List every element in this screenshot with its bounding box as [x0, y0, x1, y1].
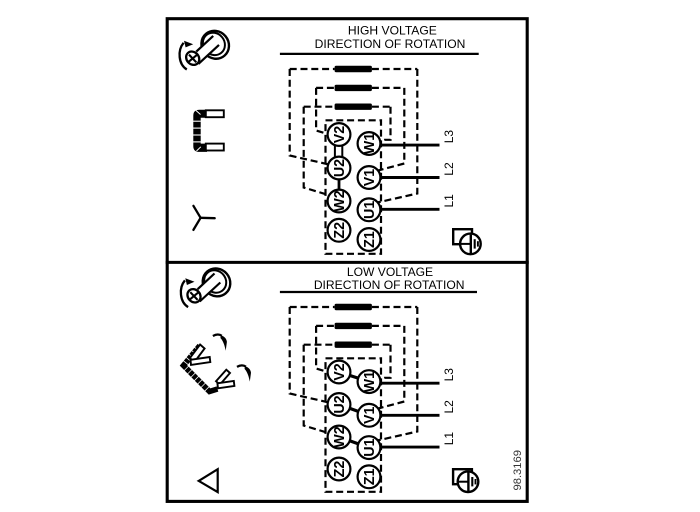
- svg-text:V2: V2: [332, 363, 348, 381]
- svg-text:Z1: Z1: [362, 231, 378, 248]
- svg-text:W1: W1: [362, 371, 378, 392]
- svg-text:V1: V1: [362, 407, 378, 425]
- svg-text:U1: U1: [362, 201, 378, 219]
- svg-text:Z2: Z2: [332, 222, 348, 239]
- svg-text:DIRECTION OF ROTATION: DIRECTION OF ROTATION: [315, 37, 466, 51]
- svg-text:HIGH VOLTAGE: HIGH VOLTAGE: [348, 24, 437, 38]
- svg-text:Z2: Z2: [332, 461, 348, 478]
- svg-text:U2: U2: [332, 159, 348, 177]
- svg-text:L1: L1: [442, 432, 456, 446]
- svg-text:LOW VOLTAGE: LOW VOLTAGE: [347, 265, 433, 279]
- svg-text:W2: W2: [332, 190, 348, 211]
- svg-text:V2: V2: [332, 126, 348, 144]
- svg-text:98.3169: 98.3169: [512, 450, 524, 490]
- svg-text:DIRECTION OF ROTATION: DIRECTION OF ROTATION: [314, 278, 465, 292]
- svg-text:L3: L3: [442, 368, 456, 382]
- svg-text:L3: L3: [442, 130, 456, 144]
- svg-text:U2: U2: [332, 395, 348, 413]
- svg-text:L2: L2: [442, 400, 456, 414]
- svg-text:W2: W2: [332, 426, 348, 447]
- svg-text:Z1: Z1: [362, 468, 378, 485]
- svg-text:L1: L1: [442, 194, 456, 208]
- svg-text:V1: V1: [362, 169, 378, 187]
- svg-text:L2: L2: [442, 162, 456, 176]
- svg-text:W1: W1: [362, 133, 378, 154]
- svg-text:U1: U1: [362, 438, 378, 456]
